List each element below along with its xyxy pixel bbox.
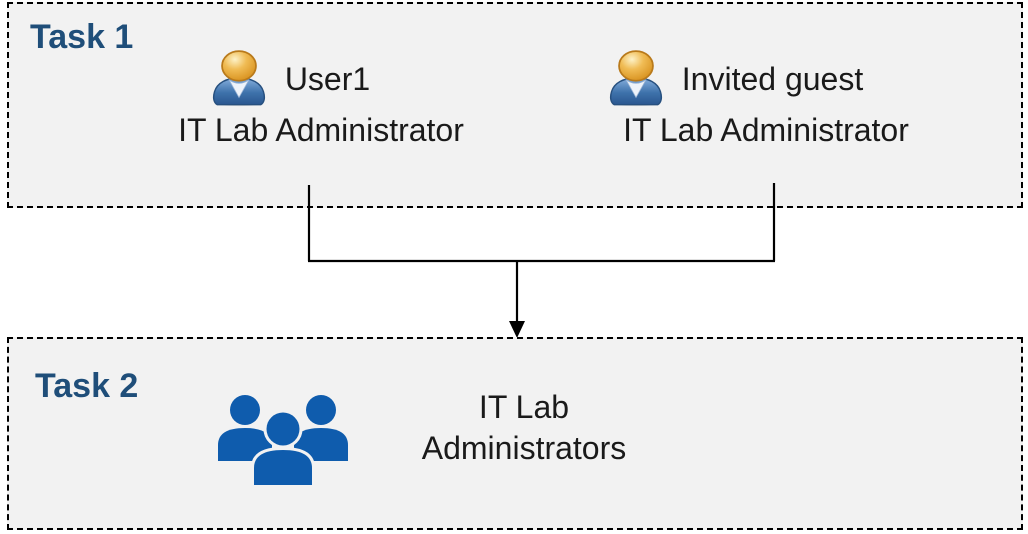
user1-row: User1 [208,50,370,108]
down-arrow-icon [509,321,525,338]
user-icon [208,50,270,108]
user-icon [605,50,667,108]
user1-role: IT Lab Administrator [178,112,464,148]
task1-box: Task 1 [7,2,1023,208]
user1-block: User1 IT Lab Administrator [116,50,526,149]
task2-label: Task 2 [35,367,139,405]
group-name: IT Lab Administrators [324,387,724,469]
users-group-icon [216,395,348,490]
task2-box: Task 2 IT Lab Administrators [7,337,1023,530]
user2-block: Invited guest IT Lab Administrator [561,50,971,149]
group-name-line1: IT Lab [478,389,570,425]
user2-name: Invited guest [681,60,864,97]
group-name-line2: Administrators [421,430,627,466]
task1-label: Task 1 [30,18,134,56]
user2-row: Invited guest [605,50,863,108]
user2-role: IT Lab Administrator [623,112,909,148]
user1-name: User1 [284,60,371,97]
